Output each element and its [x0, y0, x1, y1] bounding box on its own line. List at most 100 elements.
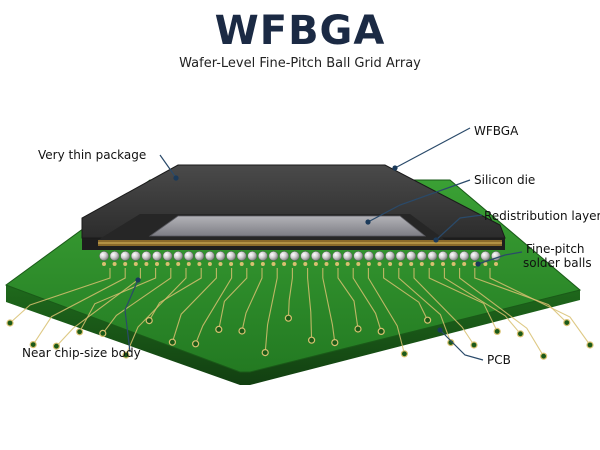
label-near-chip-size: Near chip-size body — [22, 346, 141, 360]
page-subtitle: Wafer-Level Fine-Pitch Ball Grid Array — [179, 56, 421, 71]
solder-ball-icon — [258, 251, 268, 261]
pcb-trace — [102, 268, 172, 334]
silicon-die-shape — [148, 215, 427, 237]
solder-ball-icon — [459, 251, 470, 261]
label-pcb: PCB — [487, 353, 511, 367]
leader-redistribution-layer — [435, 214, 483, 241]
pcb-via — [284, 314, 292, 322]
pcb-via — [192, 340, 200, 348]
pcb-trace — [195, 268, 233, 345]
label-redistribution-layer: Redistribution layer — [484, 209, 600, 223]
solder-pad — [483, 262, 488, 266]
solder-pad — [155, 262, 159, 266]
pcb-trace — [352, 268, 382, 332]
solder-pad — [335, 262, 340, 266]
pcb-trace — [367, 268, 405, 354]
solder-pad — [112, 262, 117, 266]
pcb-trace — [241, 268, 263, 332]
solder-ball-icon — [289, 251, 300, 261]
solder-pad — [123, 262, 128, 266]
solder-ball-icon — [173, 251, 183, 261]
solder-ball-icon — [395, 251, 406, 261]
solder-ball-icon — [480, 251, 491, 261]
pcb-trace — [287, 268, 293, 319]
pcb-via — [238, 327, 246, 335]
leader-dot-icon — [392, 165, 398, 171]
solder-pad — [313, 262, 318, 266]
pcb-via — [215, 325, 223, 333]
solder-ball-icon — [406, 251, 417, 261]
pcb-trace — [79, 268, 157, 333]
pcb-trace — [171, 268, 217, 343]
pcb-trace — [428, 268, 498, 332]
solder-ball-icon — [438, 251, 448, 261]
pcb-via — [586, 341, 594, 349]
pcb-trace — [474, 268, 568, 323]
solder-pad — [462, 262, 467, 266]
pcb-via — [563, 319, 571, 327]
solder-pad — [133, 262, 138, 266]
solder-pad — [176, 262, 181, 266]
solder-pad — [197, 262, 202, 266]
solder-ball-icon — [141, 251, 152, 261]
solder-pad — [144, 262, 149, 266]
solder-pad — [441, 262, 445, 266]
solder-pad — [260, 262, 265, 266]
solder-pad — [409, 262, 414, 266]
pcb-via — [377, 327, 385, 335]
solder-ball-icon — [236, 251, 247, 261]
solder-ball-icon — [120, 251, 130, 261]
leader-lines — [124, 127, 523, 361]
pcb-trace — [413, 268, 475, 346]
solder-pad — [398, 262, 403, 266]
solder-balls — [99, 251, 501, 266]
solder-pad — [239, 262, 244, 266]
leader-wfbga — [394, 127, 471, 169]
label-fine-pitch-line2: solder balls — [523, 256, 592, 270]
solder-ball-icon — [247, 251, 258, 261]
pcb-side — [6, 285, 580, 385]
pcb-via — [168, 338, 176, 346]
solder-pad — [430, 262, 435, 266]
solder-ball-icon — [332, 251, 342, 261]
pcb-trace — [148, 268, 202, 321]
pcb-trace — [337, 268, 359, 330]
solder-ball-icon — [385, 251, 395, 261]
solder-pad — [250, 262, 255, 266]
pcb-trace — [55, 268, 141, 347]
solder-ball-icon — [99, 251, 109, 261]
leader-fine-pitch — [477, 251, 523, 265]
pcb-via — [331, 339, 339, 347]
solder-ball-icon — [194, 251, 205, 261]
solder-pad — [271, 262, 276, 266]
pcb-via — [99, 329, 107, 337]
solder-pad — [218, 262, 223, 266]
pcb-trace — [9, 268, 111, 324]
solder-pad — [102, 262, 106, 266]
solder-ball-icon — [130, 251, 141, 261]
solder-pad — [282, 262, 287, 266]
pcb-via — [6, 319, 14, 327]
solder-ball-icon — [226, 251, 236, 261]
solder-ball-icon — [152, 251, 162, 261]
pcb-via — [308, 336, 316, 344]
solder-ball-icon — [469, 251, 480, 261]
solder-ball-icon — [416, 251, 427, 261]
pcb-via — [424, 316, 432, 324]
solder-ball-icon — [364, 251, 374, 261]
label-fine-pitch-line1: Fine-pitch — [526, 242, 585, 256]
leader-dot-icon — [433, 237, 439, 243]
solder-ball-icon — [215, 251, 226, 261]
pcb-via — [447, 339, 455, 347]
solder-pad — [229, 262, 234, 266]
solder-pad — [345, 262, 350, 266]
solder-pad — [494, 262, 498, 266]
solder-pad — [356, 262, 361, 266]
pcb-via — [470, 341, 478, 349]
leader-dot-icon — [475, 261, 481, 267]
pcb-trace — [218, 268, 248, 330]
solder-ball-icon — [268, 251, 279, 261]
pcb-via — [493, 327, 501, 335]
pcb-via — [354, 325, 362, 333]
